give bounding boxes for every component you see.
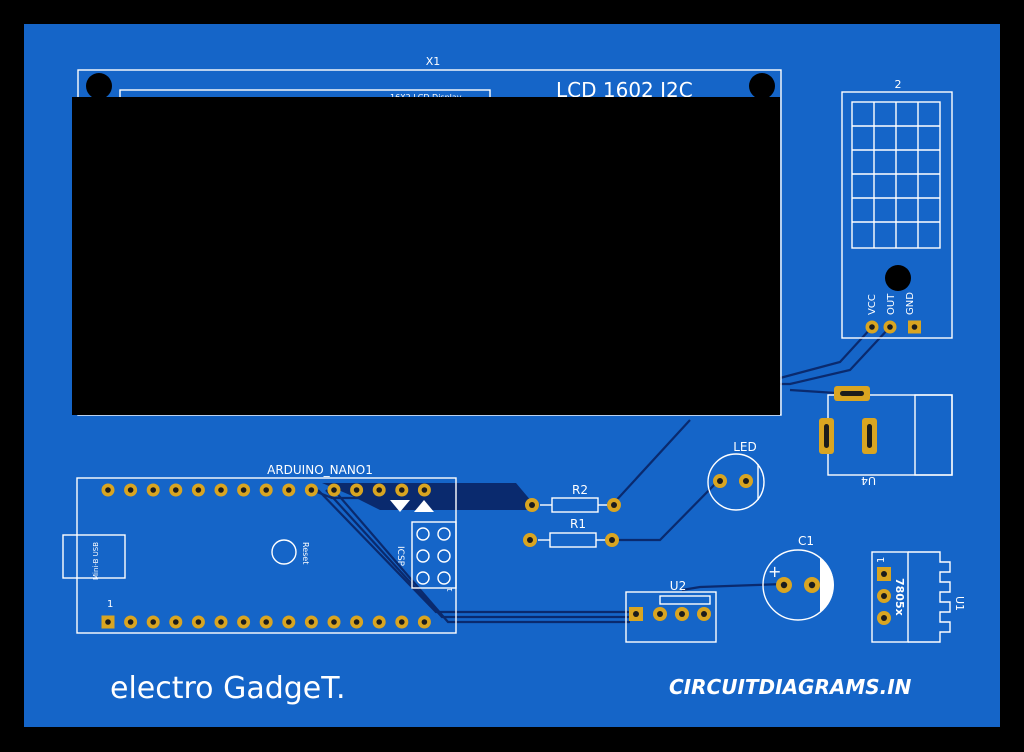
nano-bottom-pad-hole	[353, 619, 360, 625]
c1-polarity: +	[768, 562, 781, 581]
u4-component: U4	[819, 386, 953, 487]
capacitor-c1: C1 +	[762, 534, 834, 621]
trace-sensor-out	[780, 326, 891, 386]
lcd-mount-hole-left	[86, 73, 112, 99]
u2-tab	[659, 595, 711, 605]
nano-top-pad-hole	[263, 487, 270, 493]
trace-u4	[789, 388, 837, 395]
nano-bottom-pad-hole	[195, 619, 202, 625]
u1-regulator: 1 7805x U1	[871, 551, 966, 643]
nano-bottom-pad-hole	[240, 619, 247, 625]
u4-tab	[914, 394, 953, 476]
nano-reset-label: Reset	[301, 542, 310, 564]
trace-nano-u2-c	[333, 489, 630, 624]
u2-designator: U2	[670, 579, 686, 593]
u1-designator: U1	[953, 596, 966, 611]
nano-top-pad-hole	[195, 487, 202, 493]
nano-top-pad-hole	[353, 487, 360, 493]
trace-nano-u2-b	[325, 489, 630, 619]
sensor-mount-hole	[885, 265, 911, 291]
nano-top-pad-hole	[421, 487, 428, 493]
resistor-r1: R1	[523, 517, 619, 548]
u2-component: U2	[625, 579, 717, 643]
lcd-module: X1 16X2 LCD Display LCD 1602 I2C	[72, 55, 782, 416]
nano-top-header	[101, 483, 431, 497]
nano-bottom-pad-hole	[263, 619, 270, 625]
nano-bottom-pad-hole	[308, 619, 315, 625]
nano-bottom-pad-hole	[127, 619, 134, 625]
trace-r1	[610, 480, 719, 542]
nano-top-pad-hole	[331, 487, 337, 493]
nano-bottom-pad-hole	[331, 619, 337, 625]
c1-polarity-band	[820, 557, 834, 613]
lcd-designator: X1	[426, 55, 441, 68]
nano-top-pad-hole	[240, 487, 247, 493]
lcd-panel	[72, 97, 780, 415]
u1-heatsink	[908, 551, 951, 643]
nano-bottom-pad-hole	[150, 619, 156, 625]
nano-pin1-label: 1	[107, 599, 113, 610]
nano-top-pad-hole	[308, 487, 315, 493]
sensor-designator: 2	[895, 78, 902, 91]
r2-designator: R2	[572, 483, 588, 497]
nano-icsp-outline	[411, 521, 457, 589]
u1-pin1: 1	[876, 557, 887, 563]
c1-designator: C1	[798, 534, 814, 548]
led-outline	[707, 453, 765, 511]
nano-top-pad-hole	[150, 487, 156, 493]
arduino-nano: Mini-B USB Reset ARDUINO_NANO1 1 ICSP 1	[62, 463, 457, 634]
u1-outline	[871, 551, 909, 643]
nano-bottom-pad-hole	[218, 619, 224, 625]
brand-right: CIRCUITDIAGRAMS.IN	[669, 675, 912, 699]
trace-r2	[611, 419, 691, 506]
nano-bottom-header	[101, 615, 431, 629]
nano-top-pad-hole	[218, 487, 224, 493]
nano-bottom-pad-hole	[105, 619, 111, 625]
brand-left: electro GadgeT.	[110, 671, 346, 706]
led-component: LED	[707, 440, 765, 511]
nano-top-pad-hole	[399, 487, 405, 493]
nano-bottom-pad-hole	[376, 619, 383, 625]
nano-icsp-label: ICSP	[395, 546, 405, 567]
u1-part: 7805x	[893, 578, 906, 616]
led-designator: LED	[733, 440, 757, 454]
nano-icsp-pin-label: 1	[446, 588, 454, 592]
sensor-outline	[841, 91, 953, 339]
nano-top-pad-hole	[105, 487, 111, 493]
nano-top-pad-hole	[286, 487, 292, 493]
nano-label: ARDUINO_NANO1	[267, 463, 373, 477]
nano-bottom-pad-hole	[399, 619, 405, 625]
sensor-grid	[851, 101, 941, 249]
nano-bottom-pad-hole	[421, 619, 428, 625]
u4-designator: U4	[861, 474, 876, 487]
trace-u2-c1	[681, 582, 785, 592]
resistor-r2: R2	[525, 483, 621, 513]
nano-bottom-pad-hole	[173, 619, 179, 625]
nano-usb-outline	[62, 534, 126, 579]
r1-designator: R1	[570, 517, 586, 531]
nano-top-pad-hole	[376, 487, 383, 493]
sensor-module: 2 VCC OUT GND	[841, 78, 953, 339]
nano-arrow-right	[414, 500, 434, 512]
nano-top-pad-hole	[173, 487, 179, 493]
nano-reset-button	[271, 539, 297, 565]
nano-arrow-left	[390, 500, 410, 512]
sensor-pin-gnd: GND	[905, 292, 916, 315]
nano-top-pad-hole	[127, 487, 134, 493]
u2-outline	[625, 591, 717, 643]
sensor-pin-out: OUT	[886, 293, 897, 315]
sensor-pin-vcc: VCC	[867, 294, 878, 315]
lcd-mount-hole-right	[749, 73, 775, 99]
nano-usb-label: Mini-B USB	[92, 542, 100, 580]
nano-bottom-pad-hole	[286, 619, 292, 625]
